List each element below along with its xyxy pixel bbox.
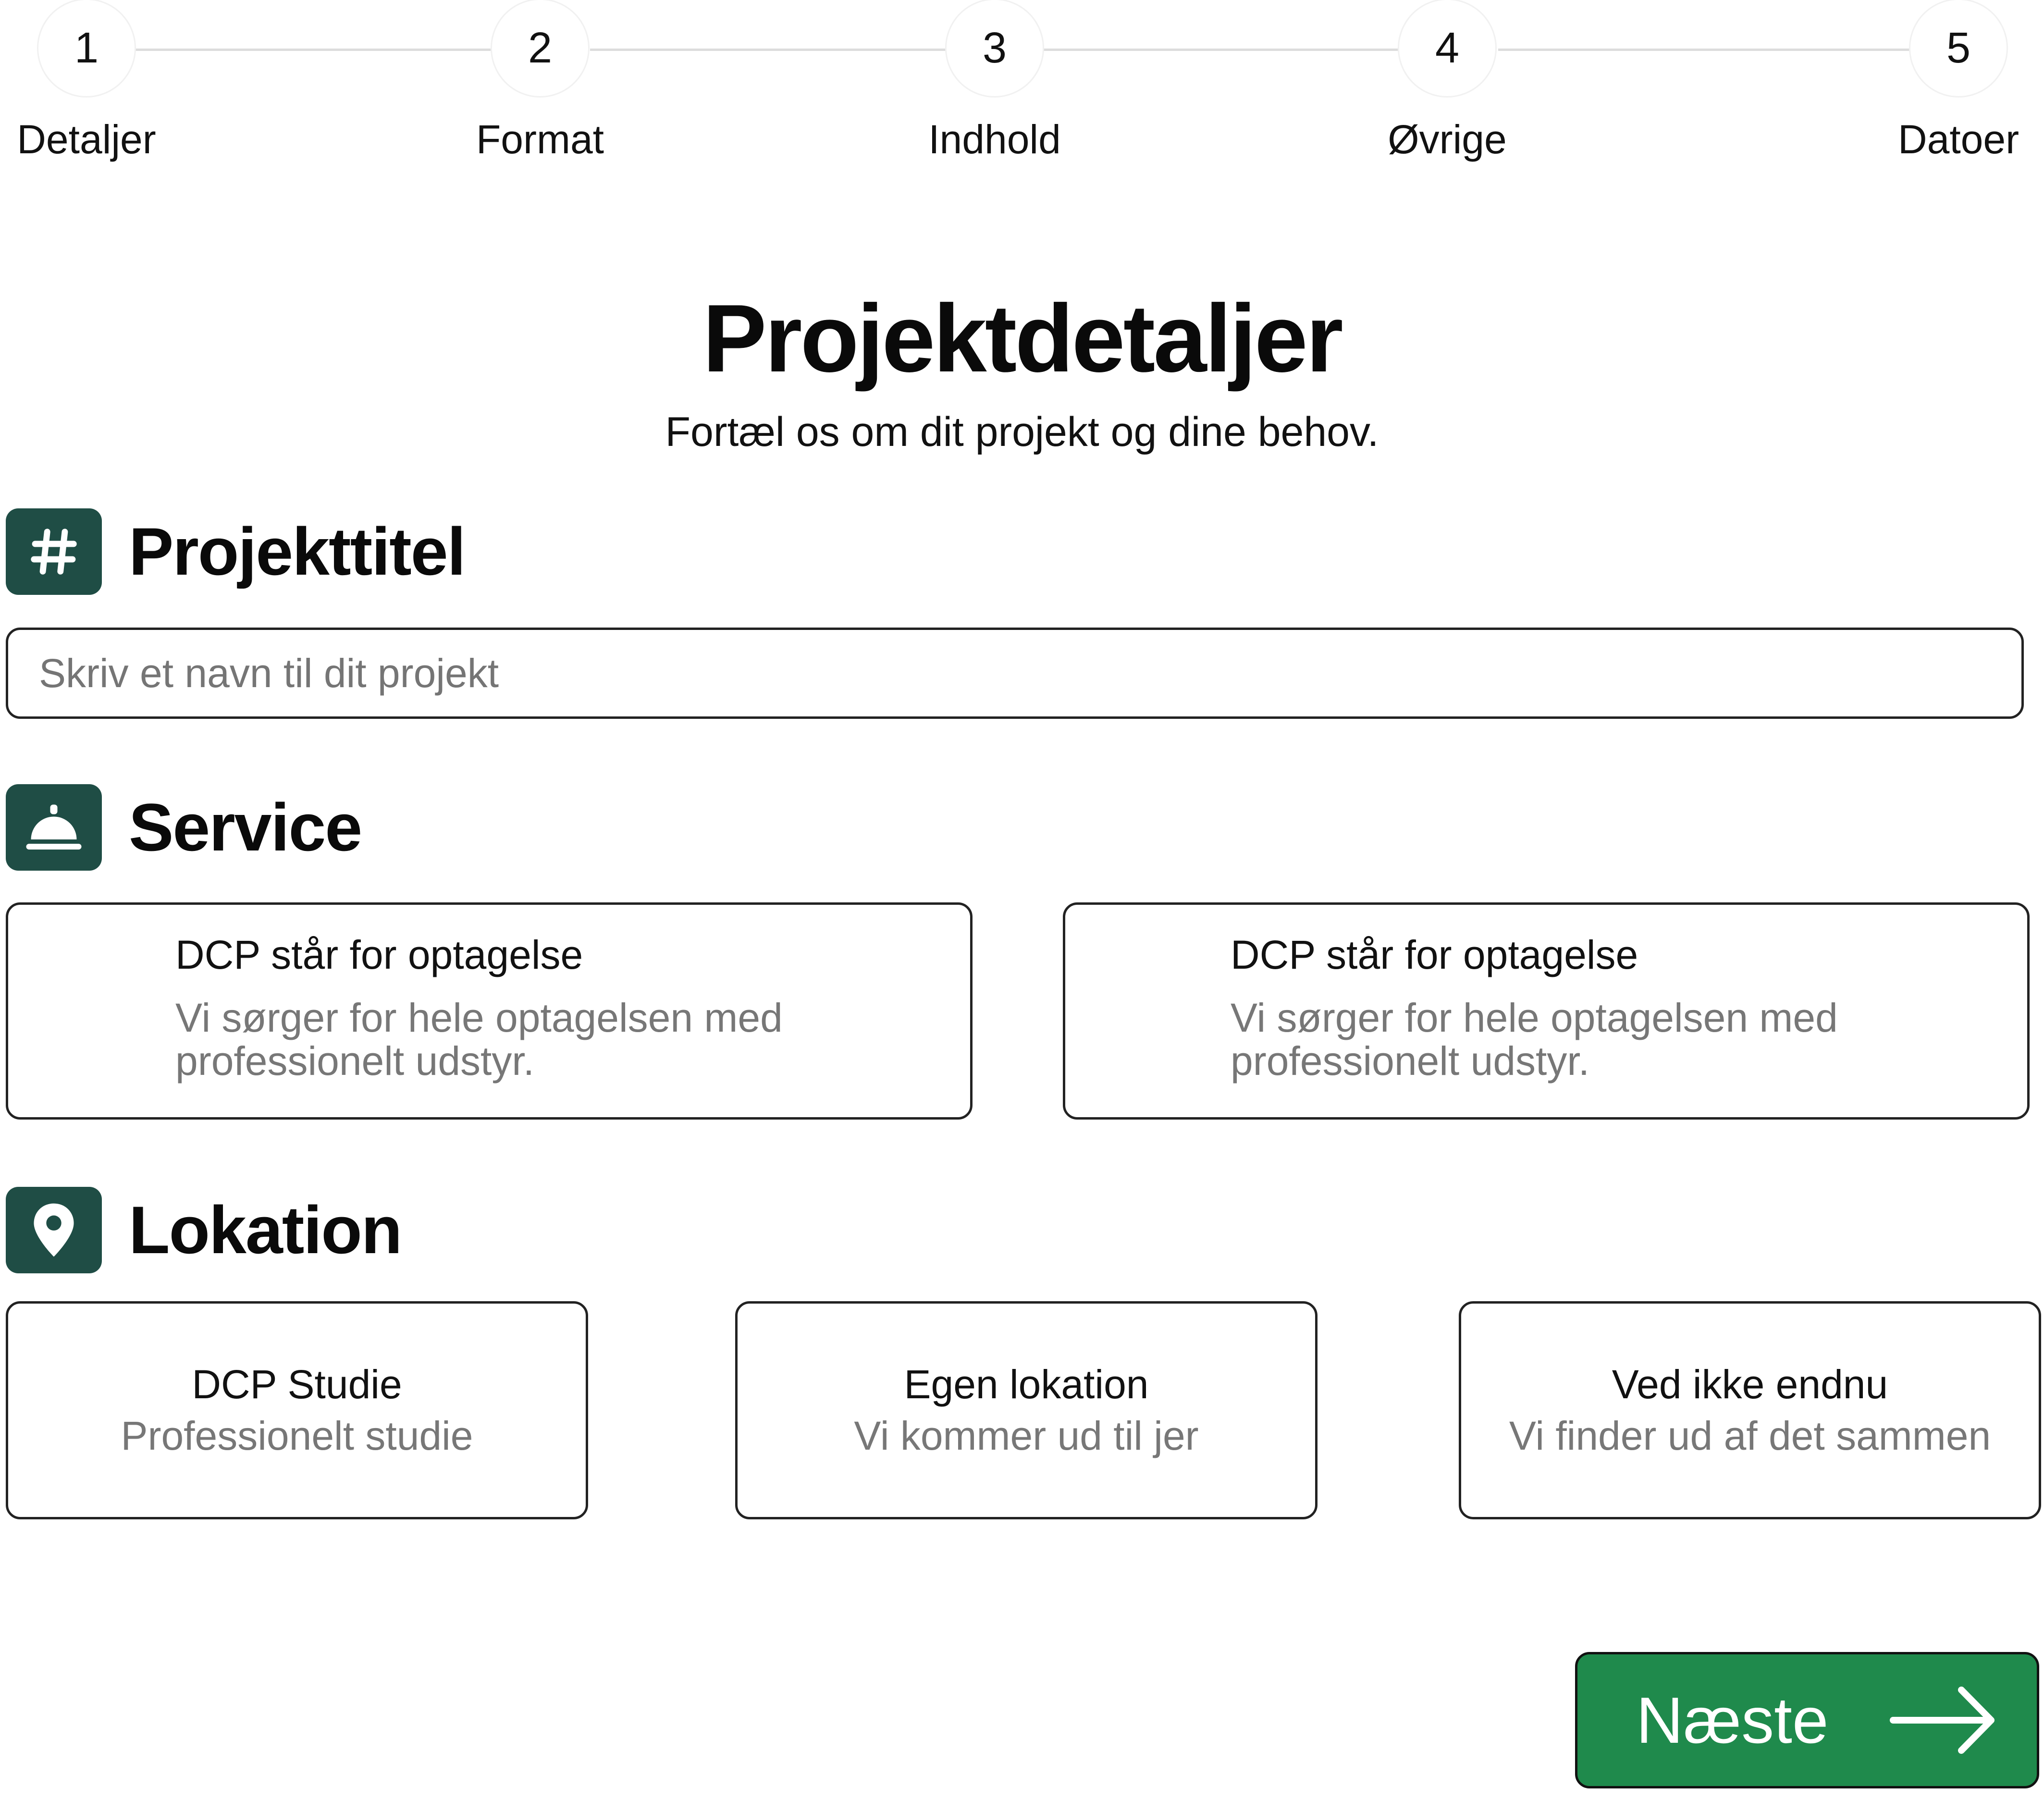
step-label: Øvrige bbox=[1388, 117, 1507, 162]
location-option-description: Professionelt studie bbox=[121, 1413, 473, 1458]
location-option-dcp-studie[interactable]: DCP Studie Professionelt studie bbox=[6, 1301, 588, 1519]
arrow-right-icon bbox=[1889, 1684, 1997, 1756]
location-section-header: Lokation bbox=[6, 1187, 402, 1273]
service-option-description: Vi sørger for hele optagelsen med profes… bbox=[175, 995, 783, 1084]
stepper-connector bbox=[590, 49, 950, 51]
location-option-description: Vi kommer ud til jer bbox=[854, 1413, 1199, 1458]
service-option-description: Vi sørger for hele optagelsen med profes… bbox=[1231, 995, 1838, 1084]
step-indhold[interactable]: 3 Indhold bbox=[899, 0, 1091, 163]
step-label: Datoer bbox=[1897, 117, 2019, 162]
step-number: 3 bbox=[947, 0, 1043, 96]
page-title: Projektdetaljer bbox=[702, 285, 1343, 392]
service-section-header: Service bbox=[6, 784, 362, 871]
location-option-ved-ikke-endnu[interactable]: Ved ikke endnu Vi finder ud af det samme… bbox=[1459, 1301, 2041, 1519]
step-number: 2 bbox=[492, 0, 588, 96]
project-title-section-header: Projekttitel bbox=[6, 508, 466, 595]
stepper-connector bbox=[1498, 49, 1910, 51]
map-pin-icon bbox=[6, 1187, 102, 1273]
step-label: Format bbox=[476, 117, 604, 162]
location-option-title: DCP Studie bbox=[192, 1362, 402, 1407]
service-bell-icon bbox=[6, 784, 102, 871]
step-label: Detaljer bbox=[17, 117, 156, 162]
section-title: Projekttitel bbox=[129, 514, 466, 589]
next-button[interactable]: Næste bbox=[1575, 1652, 2039, 1788]
location-option-title: Egen lokation bbox=[904, 1362, 1149, 1407]
service-option-card[interactable]: DCP står for optagelse Vi sørger for hel… bbox=[1063, 902, 2030, 1120]
step-datoer[interactable]: 5 Datoer bbox=[1862, 0, 2044, 163]
location-option-description: Vi finder ud af det sammen bbox=[1509, 1413, 1991, 1458]
step-detaljer[interactable]: 1 Detaljer bbox=[0, 0, 183, 163]
project-title-input[interactable] bbox=[6, 628, 2024, 719]
step-number: 1 bbox=[38, 0, 135, 96]
step-number: 5 bbox=[1910, 0, 2007, 96]
section-title: Lokation bbox=[129, 1192, 402, 1268]
step-format[interactable]: 2 Format bbox=[444, 0, 636, 163]
stepper-connector bbox=[1044, 49, 1405, 51]
service-option-title: DCP står for optagelse bbox=[175, 932, 583, 977]
step-ovrige[interactable]: 4 Øvrige bbox=[1351, 0, 1543, 163]
service-option-title: DCP står for optagelse bbox=[1231, 932, 1638, 977]
page-subtitle: Fortæl os om dit projekt og dine behov. bbox=[665, 409, 1379, 455]
location-option-egen-lokation[interactable]: Egen lokation Vi kommer ud til jer bbox=[735, 1301, 1318, 1519]
stepper-connector bbox=[135, 49, 497, 51]
step-number: 4 bbox=[1399, 0, 1495, 96]
location-option-title: Ved ikke endnu bbox=[1612, 1362, 1888, 1407]
step-label: Indhold bbox=[928, 117, 1061, 162]
next-button-label: Næste bbox=[1636, 1684, 1829, 1757]
section-title: Service bbox=[129, 789, 362, 865]
hash-icon bbox=[6, 508, 102, 595]
service-option-card[interactable]: DCP står for optagelse Vi sørger for hel… bbox=[6, 902, 973, 1120]
